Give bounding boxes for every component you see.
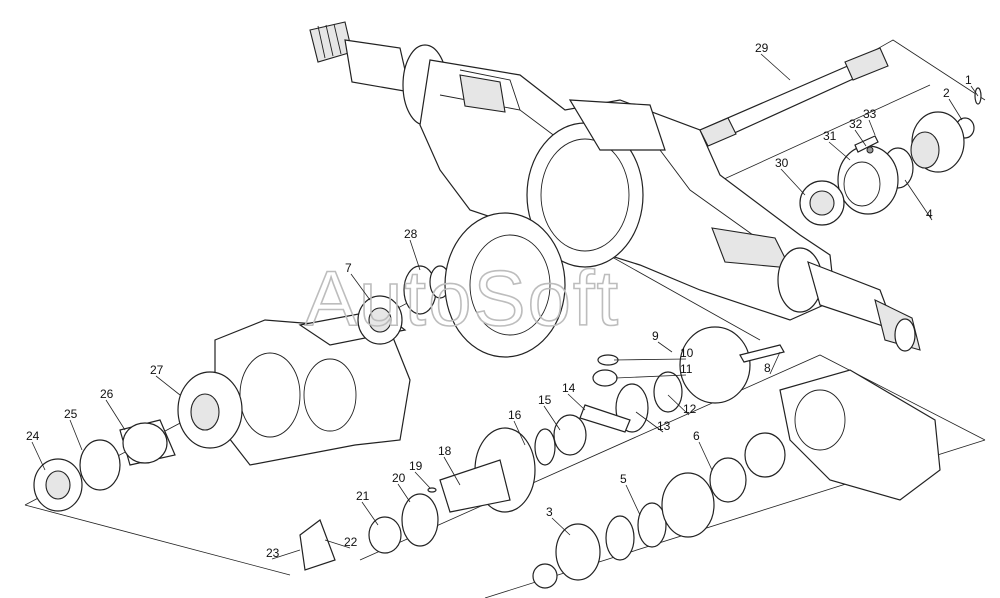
callout-leader xyxy=(271,549,301,560)
callout-leader xyxy=(698,441,713,471)
callout-leader xyxy=(543,405,561,431)
callout-leader xyxy=(397,483,411,503)
callout-11: 11 xyxy=(680,362,693,376)
callout-22: 22 xyxy=(344,535,358,549)
callout-leader xyxy=(780,168,806,196)
callout-leader xyxy=(904,179,933,221)
axle-housing xyxy=(309,21,921,352)
callout-19: 19 xyxy=(409,459,423,473)
callout-32: 32 xyxy=(849,117,863,131)
callout-leader xyxy=(948,98,963,121)
callout-leader xyxy=(868,119,876,136)
callout-leader xyxy=(854,129,867,147)
callout-9: 9 xyxy=(652,329,659,343)
callout-leader xyxy=(443,456,461,486)
callout-33: 33 xyxy=(863,107,877,121)
callout-31: 31 xyxy=(823,129,837,143)
differential-group xyxy=(299,326,785,571)
callout-29: 29 xyxy=(755,41,769,55)
callout-13: 13 xyxy=(657,419,671,433)
callout-16: 16 xyxy=(508,408,522,422)
callout-leader xyxy=(760,53,791,81)
callout-leader xyxy=(625,484,641,516)
callout-leader xyxy=(155,375,181,396)
callout-1: 1 xyxy=(965,73,972,87)
callout-leader xyxy=(970,85,979,97)
callout-24: 24 xyxy=(26,429,40,443)
callout-15: 15 xyxy=(538,393,552,407)
callout-leader xyxy=(350,273,371,301)
callout-28: 28 xyxy=(404,227,418,241)
callout-leader xyxy=(613,358,687,361)
callout-leader xyxy=(657,341,673,353)
callout-2: 2 xyxy=(943,86,950,100)
callout-3: 3 xyxy=(546,505,553,519)
callout-leader xyxy=(828,141,851,161)
lower-hub-group xyxy=(532,369,941,589)
upper-hub-group xyxy=(799,87,982,226)
callout-leader xyxy=(361,501,379,526)
callout-27: 27 xyxy=(150,363,164,377)
callout-8: 8 xyxy=(764,361,771,375)
callout-14: 14 xyxy=(562,381,576,395)
callout-5: 5 xyxy=(620,472,627,486)
callout-leader xyxy=(769,351,781,375)
callout-leader xyxy=(667,394,690,416)
callout-7: 7 xyxy=(345,261,352,275)
callout-20: 20 xyxy=(392,471,406,485)
callout-leader xyxy=(69,419,83,451)
callout-leader xyxy=(551,517,571,536)
housing-top xyxy=(568,99,666,151)
callout-leader xyxy=(31,441,46,471)
callout-leader xyxy=(615,374,687,379)
callout-18: 18 xyxy=(438,444,452,458)
callout-6: 6 xyxy=(693,429,700,443)
half-shaft xyxy=(699,47,889,147)
callout-leader xyxy=(414,471,431,489)
left-spindle xyxy=(344,39,411,93)
callout-12: 12 xyxy=(683,402,697,416)
callout-leader xyxy=(567,393,586,411)
callout-leader xyxy=(513,420,526,446)
callout-25: 25 xyxy=(64,407,78,421)
callout-leader xyxy=(105,399,126,431)
callout-21: 21 xyxy=(356,489,370,503)
callout-leader xyxy=(635,411,664,433)
callout-4: 4 xyxy=(926,207,933,221)
callout-10: 10 xyxy=(680,346,694,360)
transfer-case-group xyxy=(33,265,451,512)
callout-23: 23 xyxy=(266,546,280,560)
callout-26: 26 xyxy=(100,387,114,401)
carrier-cover xyxy=(444,212,566,358)
callout-labels: 1234567891011121314151618192021222324252… xyxy=(26,41,979,560)
spring-pad-left xyxy=(459,74,506,113)
callout-30: 30 xyxy=(775,156,789,170)
callout-leader xyxy=(324,539,351,549)
housing-cover xyxy=(779,369,941,501)
watermark: AutoSoft xyxy=(305,254,620,342)
callout-leader xyxy=(409,239,421,271)
